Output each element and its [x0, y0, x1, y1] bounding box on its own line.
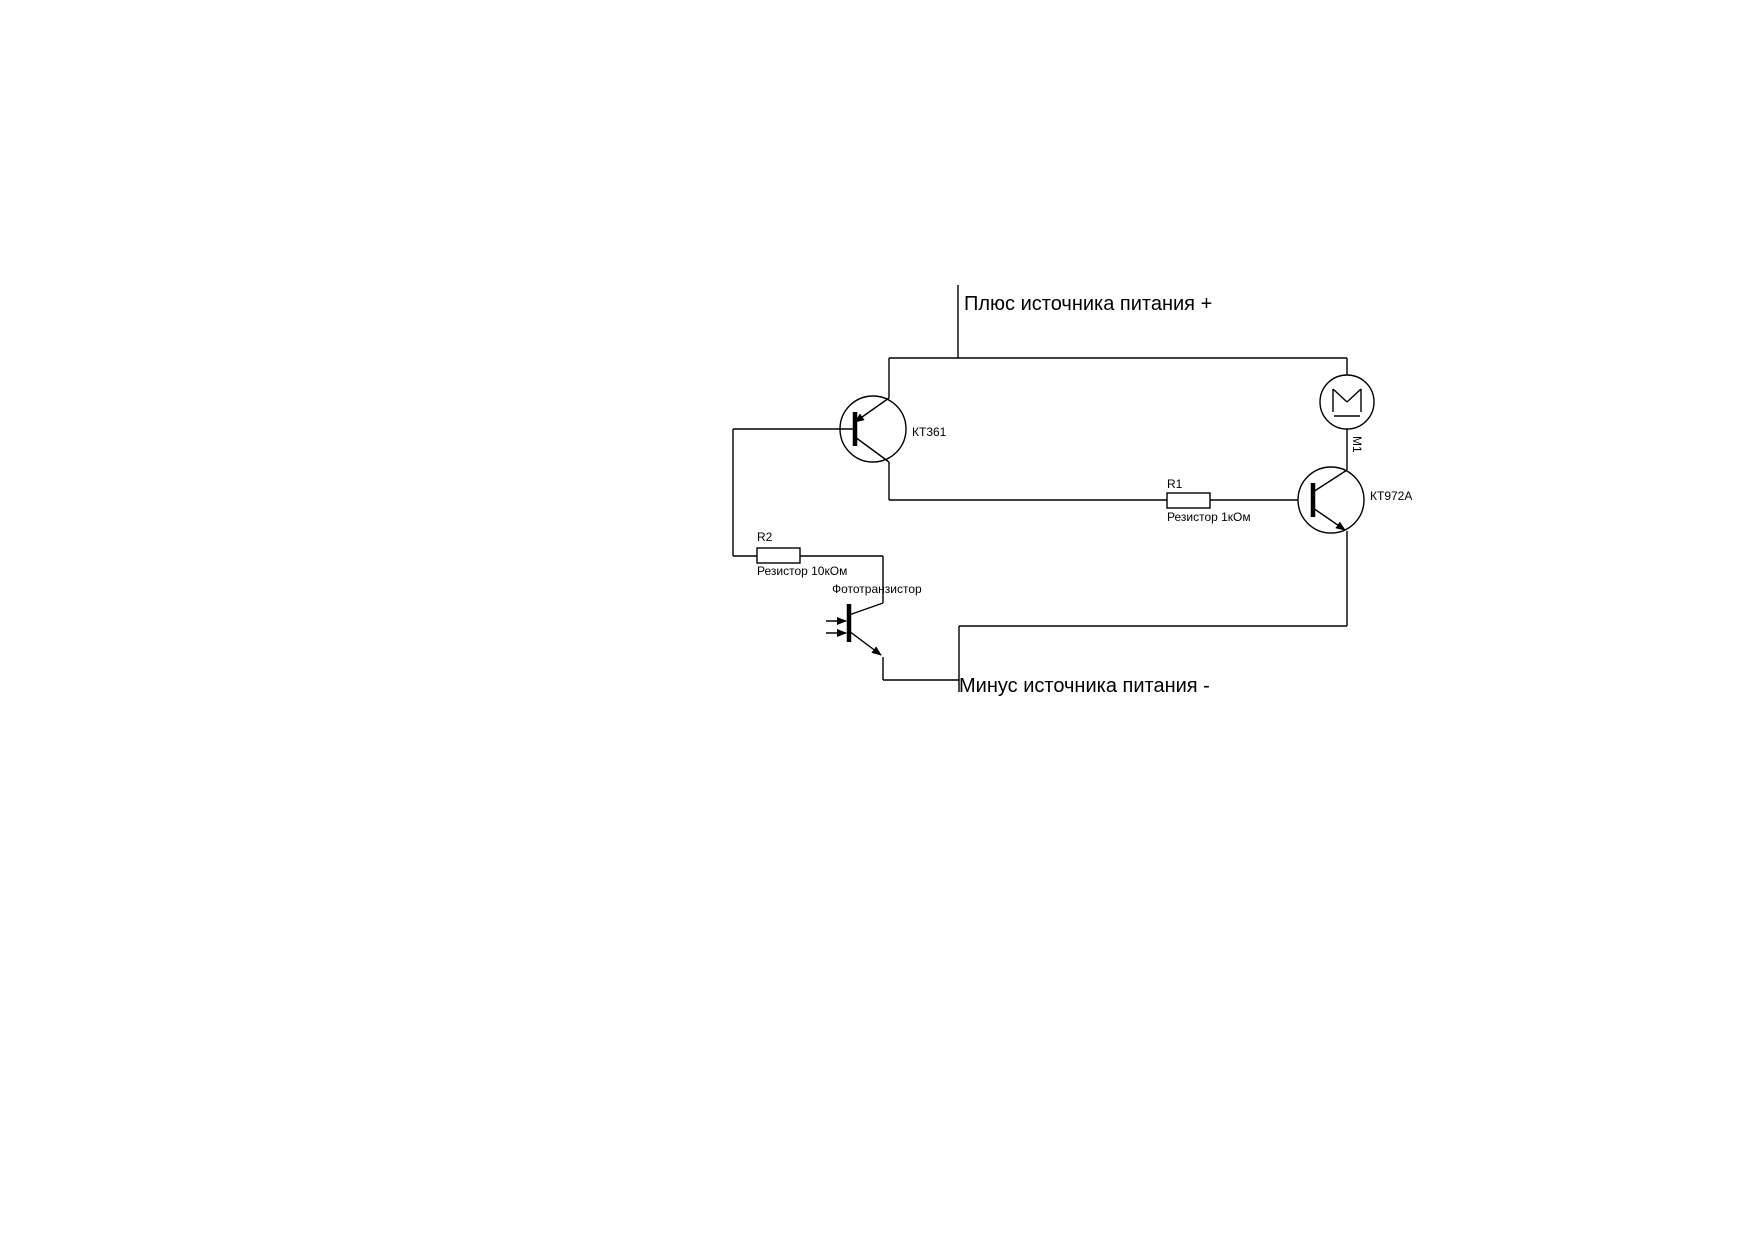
r1-value: Резистор 1кОм [1167, 510, 1251, 524]
transistor-q1 [733, 395, 907, 500]
phototransistor [826, 602, 884, 656]
r2-value: Резистор 10кОм [757, 564, 847, 578]
plus-rail [888, 285, 1348, 398]
plus-supply-label: Плюс источника питания + [964, 293, 1212, 315]
light-arrows-icon [826, 617, 847, 637]
minus-supply-label: Минус источника питания - [959, 675, 1210, 697]
resistor-r1 [1166, 492, 1313, 509]
q2-designator: КТ972А [1370, 489, 1412, 503]
phototransistor-label: Фототранзистор [832, 582, 922, 596]
motor-m1 [1319, 374, 1375, 470]
transistor-q2 [1297, 466, 1365, 534]
minus-rail [882, 531, 1348, 692]
r2-designator: R2 [757, 530, 773, 544]
wire-q1-base-to-r2 [732, 429, 757, 557]
motor-designator: M1 [1350, 436, 1364, 453]
resistor-r2 [756, 547, 884, 603]
r1-designator: R1 [1167, 477, 1183, 491]
q1-designator: КТ361 [912, 425, 947, 439]
